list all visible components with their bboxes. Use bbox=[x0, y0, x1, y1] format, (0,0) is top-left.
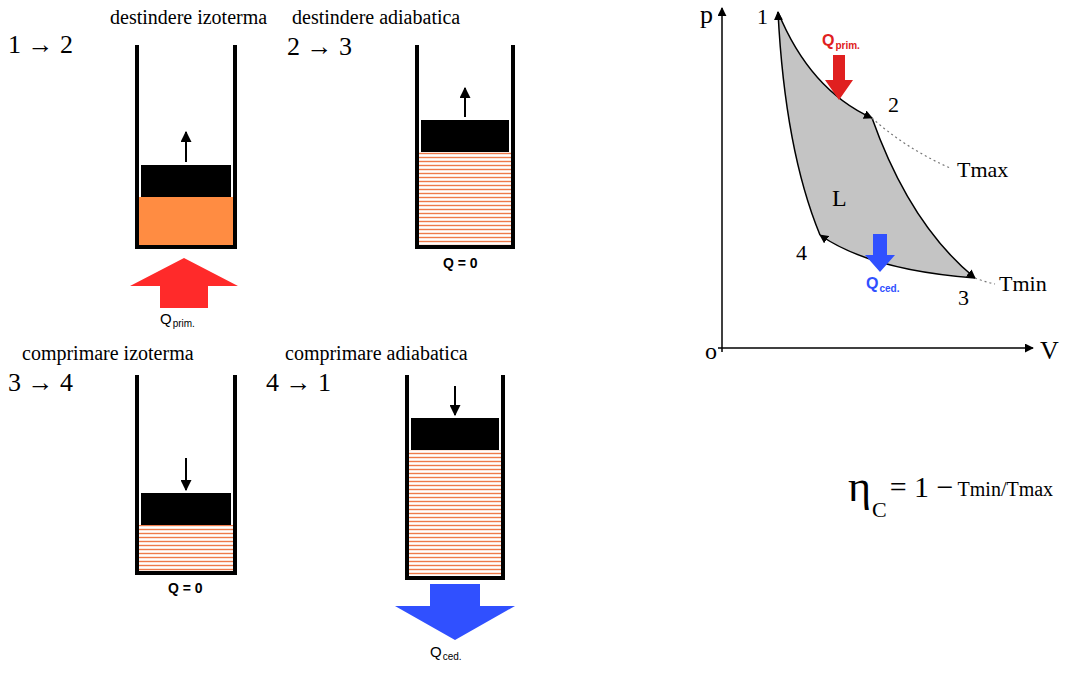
heat-subscript: ced. bbox=[443, 651, 462, 663]
axis-label: V bbox=[1040, 336, 1059, 366]
heat-in-arrow bbox=[825, 55, 853, 100]
temperature-label: Tmin bbox=[999, 271, 1047, 296]
heat-subscript: prim. bbox=[173, 318, 195, 330]
cylinder-wall bbox=[137, 375, 235, 573]
piston-arrow bbox=[454, 386, 456, 415]
piston-arrow bbox=[464, 88, 466, 117]
gas-fill bbox=[409, 450, 501, 576]
efficiency-symbol: η bbox=[848, 462, 871, 513]
step-number: 1 → 2 bbox=[8, 30, 73, 60]
gas-fill bbox=[139, 197, 233, 245]
origin-label: o bbox=[705, 338, 717, 366]
p-axis bbox=[721, 8, 723, 352]
heat-symbol: Q bbox=[822, 32, 834, 50]
heat-symbol: Q bbox=[866, 275, 878, 293]
step-number: 4 → 1 bbox=[266, 368, 331, 398]
step-title: comprimare adiabatica bbox=[285, 342, 468, 365]
cycle-area bbox=[778, 12, 975, 278]
step-number: 3 → 4 bbox=[8, 368, 73, 398]
state-number: 1 bbox=[757, 4, 768, 29]
isotherm-extension bbox=[872, 118, 950, 168]
cylinder-wall bbox=[137, 45, 235, 247]
piston bbox=[421, 120, 509, 152]
step-title: comprimare izoterma bbox=[22, 342, 194, 365]
heat-out-arrow bbox=[865, 234, 895, 272]
state-number: 2 bbox=[888, 92, 899, 117]
efficiency-subscript: C bbox=[872, 497, 887, 522]
isotherm-extension bbox=[975, 278, 995, 284]
state-number: 4 bbox=[796, 240, 807, 265]
gas-fill bbox=[139, 525, 233, 571]
axis-label: p bbox=[700, 0, 713, 30]
piston bbox=[141, 493, 231, 525]
temperature-label: Tmax bbox=[957, 157, 1008, 182]
isotherm bbox=[778, 12, 872, 118]
cylinder-wall bbox=[407, 375, 503, 578]
state-number: 3 bbox=[958, 285, 969, 310]
piston-arrow bbox=[185, 132, 187, 162]
adiabat bbox=[872, 118, 975, 278]
heat-in-arrow bbox=[130, 258, 238, 308]
heat-symbol: Q bbox=[160, 310, 172, 327]
work-label: L bbox=[832, 185, 847, 213]
adiabat bbox=[778, 12, 820, 235]
piston bbox=[411, 418, 499, 450]
piston-arrow bbox=[185, 458, 187, 490]
heat-out-arrow bbox=[395, 584, 515, 640]
step-title: destindere izoterma bbox=[110, 6, 267, 29]
step-title: destindere adiabatica bbox=[292, 6, 460, 29]
heat-symbol: Q bbox=[430, 643, 442, 660]
adiabatic-note: Q = 0 bbox=[168, 580, 203, 596]
isotherm bbox=[820, 235, 975, 278]
piston bbox=[141, 165, 231, 197]
cylinder-wall bbox=[417, 45, 513, 247]
heat-subscript: ced. bbox=[879, 283, 899, 295]
gas-fill bbox=[419, 152, 511, 245]
formula-part: = 1 − bbox=[890, 470, 954, 505]
adiabatic-note: Q = 0 bbox=[443, 255, 478, 271]
step-number: 2 → 3 bbox=[287, 32, 352, 62]
heat-subscript: prim. bbox=[835, 40, 859, 52]
v-axis bbox=[718, 347, 1033, 349]
formula-part: Tmin/Tmax bbox=[958, 478, 1054, 501]
